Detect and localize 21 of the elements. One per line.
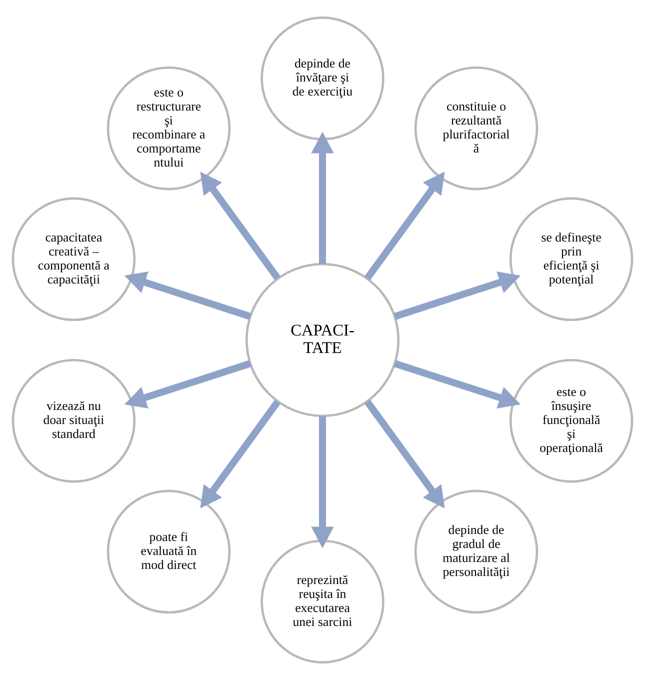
node-circle: CAPACI- TATE (245, 262, 400, 417)
arrow (311, 131, 334, 264)
node-circle: este o restructurare şi recombinare a comportame ntului (106, 66, 231, 190)
node-circle: poate fi evaluată în mod direct (106, 489, 231, 614)
arrow (394, 360, 521, 408)
arrow (124, 271, 252, 320)
arrow (364, 399, 445, 508)
node-circle: capacitatea creativă – componentă a capacităţii (12, 196, 136, 321)
arrow (200, 171, 280, 280)
node-circle: se defineşte prin eficienţă şi potenţial (509, 196, 634, 321)
node-circle: depinde de gradul de maturizare al personalităţii (414, 489, 538, 614)
node-circle: este o însuşire funcţională şi operaţională (509, 358, 634, 482)
arrow (394, 271, 521, 320)
node-circle: reprezintă reuşita în executarea unei sarcini (260, 539, 384, 663)
arrow (364, 171, 445, 280)
arrow (200, 399, 280, 508)
arrow (311, 416, 334, 548)
arrow (124, 360, 252, 408)
node-circle: vizează nu doar situaţii standard (12, 358, 136, 482)
node-circle: depinde de învăţare şi de exerciţiu (260, 16, 384, 140)
node-circle: constituie o rezultantă plurifactorial ă (414, 66, 538, 190)
